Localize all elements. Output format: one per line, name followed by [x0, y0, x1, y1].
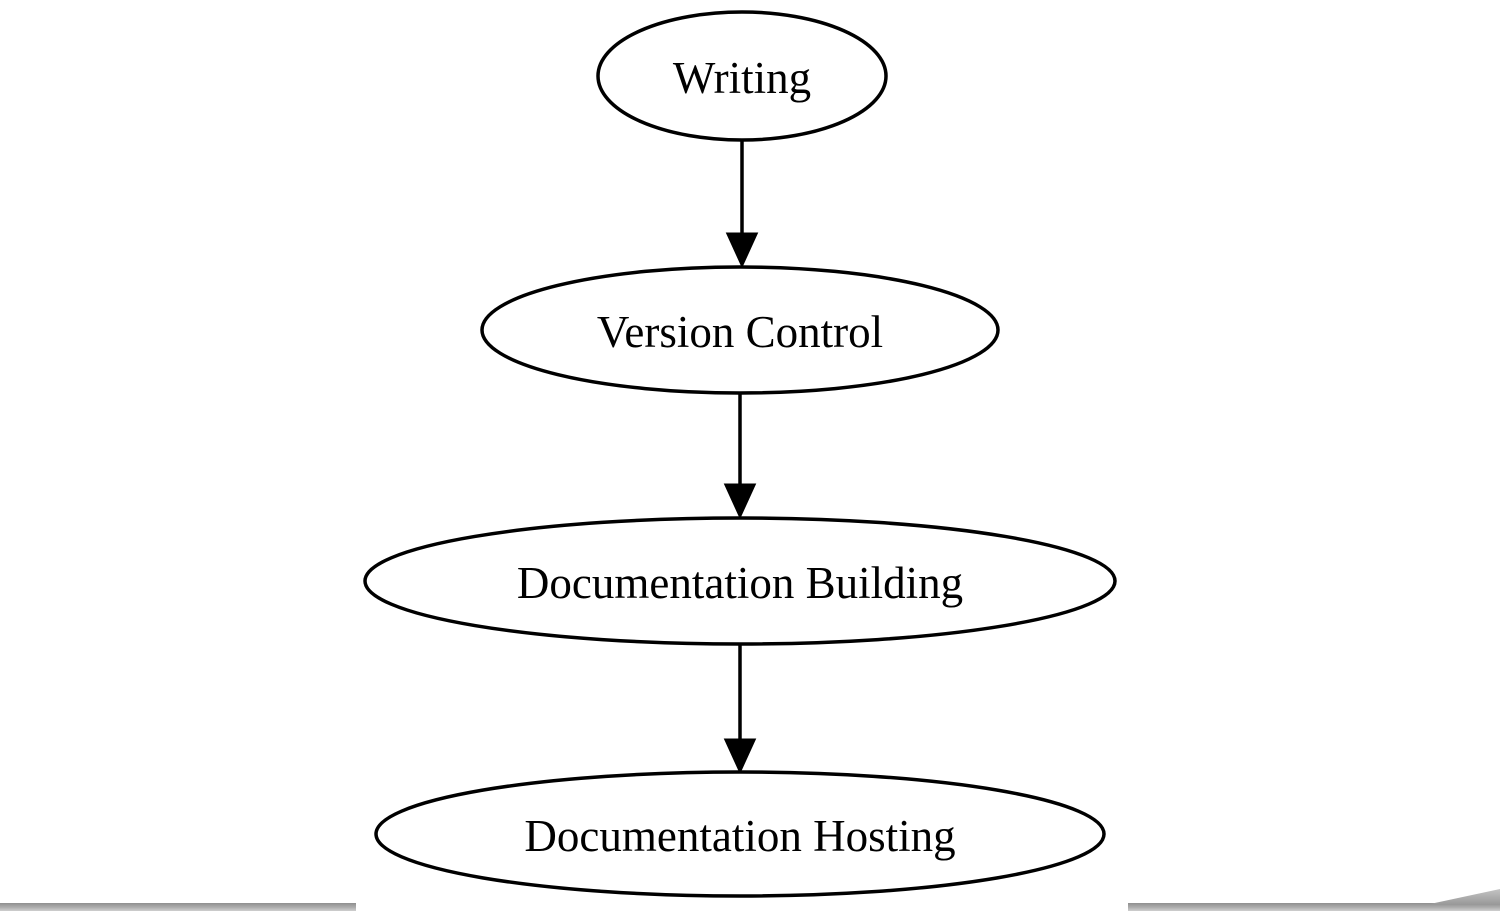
node-version-control-ellipse	[480, 265, 1000, 395]
node-writing: Writing	[596, 10, 888, 142]
page-edge-shadow-left	[0, 903, 356, 911]
node-documentation-hosting-label: Documentation Hosting	[524, 811, 955, 861]
node-version-control: Version Control	[480, 265, 1000, 395]
arrowhead-icon	[723, 483, 757, 520]
node-documentation-hosting-ellipse	[374, 770, 1106, 898]
arrowhead-icon	[723, 738, 757, 775]
edge-documentation-building-to-documentation-hosting	[723, 645, 757, 775]
node-documentation-building-ellipse	[363, 516, 1117, 646]
node-documentation-building: Documentation Building	[363, 516, 1117, 646]
node-writing-label: Writing	[673, 53, 811, 103]
edge-writing-to-version-control	[725, 141, 759, 269]
node-version-control-label: Version Control	[597, 307, 883, 357]
node-documentation-building-label: Documentation Building	[517, 558, 963, 608]
edge-version-control-to-documentation-building	[723, 394, 757, 520]
node-writing-ellipse	[596, 10, 888, 142]
arrowhead-icon	[725, 232, 759, 269]
page-edge-shadow-right	[1128, 903, 1500, 911]
node-documentation-hosting: Documentation Hosting	[374, 770, 1106, 898]
